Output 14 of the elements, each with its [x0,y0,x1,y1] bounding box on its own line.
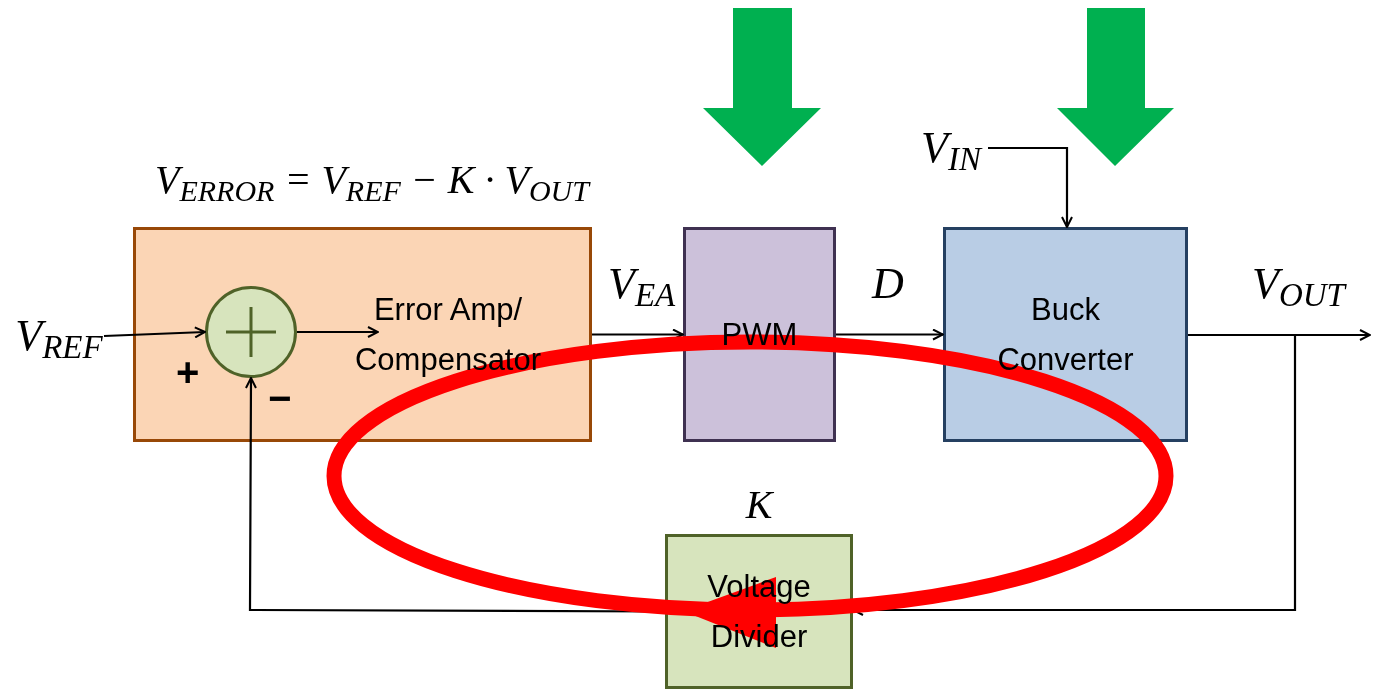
block-label: Buck Converter [997,291,1134,377]
arrow [103,326,206,339]
gain-label: K [745,482,773,527]
sign-label: − [268,378,292,418]
arrow [297,326,379,338]
pwm-block [683,227,836,442]
signal-label: V$_{IN}$ [921,122,981,172]
arrow [836,328,944,341]
equation: V$_{ERROR}$ = V$_{REF}$ − K · V$_{OUT}$ [155,160,589,200]
converter-block [943,227,1188,442]
arrow [988,146,1073,228]
signal-label: V$_{REF}$ [15,310,103,360]
sign-label: + [176,352,200,392]
compensator-block [133,227,592,442]
